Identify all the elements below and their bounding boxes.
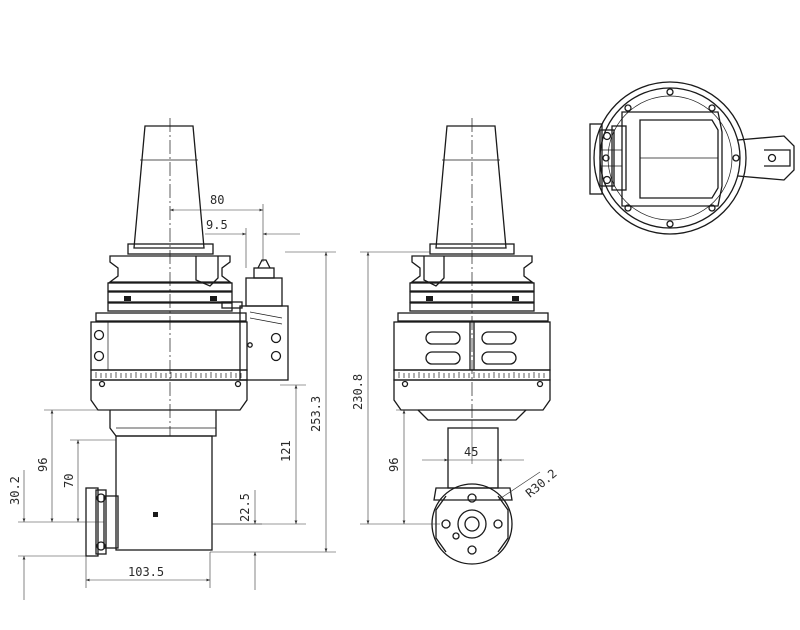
dimension-30-2: 30.2 [8, 470, 86, 600]
dimension-121: 121 [212, 384, 306, 525]
scale-ticks-right [398, 372, 545, 378]
dimension-103-5: 103.5 [85, 552, 211, 588]
dimension-253-3: 253.3 [210, 251, 336, 553]
dim-label-45: 45 [464, 445, 478, 459]
dimension-96-right: 96 [387, 409, 418, 524]
dim-label-96-left: 96 [36, 458, 50, 472]
dim-label-r30-2: R30.2 [523, 466, 560, 500]
dim-label-80: 80 [210, 193, 224, 207]
dim-label-70: 70 [62, 474, 76, 488]
dim-label-96-right: 96 [387, 458, 401, 472]
dim-label-253-3: 253.3 [309, 396, 323, 432]
spindle-face [431, 483, 513, 565]
front-view [393, 118, 551, 565]
dimension-r30-2: R30.2 [497, 466, 560, 500]
scale-ticks-left [95, 372, 242, 378]
dimension-96-left: 96 [36, 409, 110, 523]
dim-label-121: 121 [279, 440, 293, 462]
dimension-9-5: 9.5 [205, 218, 300, 268]
top-view [589, 81, 795, 235]
dim-label-230-8: 230.8 [351, 374, 365, 410]
side-view [85, 118, 289, 557]
dimension-80: 80 [170, 193, 264, 262]
dimension-70: 70 [62, 439, 116, 522]
dimension-22-5: 22.5 [212, 490, 262, 590]
dim-label-9-5: 9.5 [206, 218, 228, 232]
dimension-230-8: 230.8 [351, 251, 440, 525]
dimension-45: 45 [422, 420, 524, 464]
dim-label-30-2: 30.2 [8, 476, 22, 505]
dim-label-103-5: 103.5 [128, 565, 164, 579]
dim-label-22-5: 22.5 [238, 493, 252, 522]
